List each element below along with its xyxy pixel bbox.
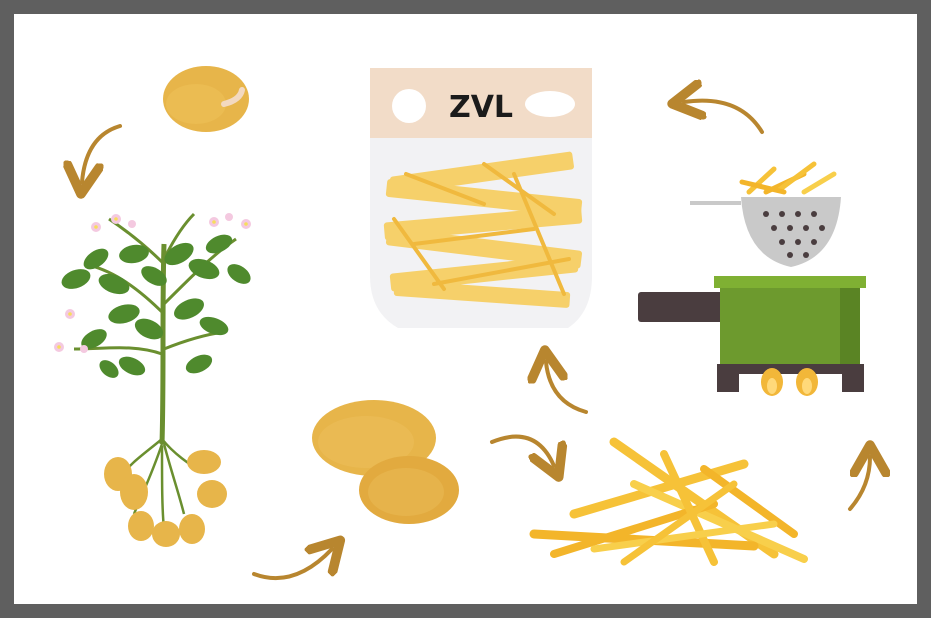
- arrow-pot-to-package: [684, 101, 762, 132]
- pot-icon: [638, 164, 866, 396]
- colander-fries-icon: [742, 164, 834, 192]
- seed-potato-icon: [163, 66, 249, 132]
- arrow-seed-to-plant: [82, 126, 120, 182]
- package-brand: ZVL: [449, 90, 513, 125]
- arrow-fries-to-pot: [850, 457, 870, 509]
- harvested-potatoes-icon: [312, 400, 459, 524]
- package-icon: ZVL: [370, 68, 592, 328]
- arrow-fries-up: [546, 362, 586, 412]
- process-diagram: ZVL: [14, 14, 917, 604]
- arrow-plant-to-potatoes: [254, 549, 332, 578]
- arrow-potatoes-to-fries: [492, 437, 554, 466]
- diagram-canvas: ZVL: [14, 14, 917, 604]
- fries-icon: [534, 442, 804, 562]
- potato-plant-icon: [54, 213, 254, 547]
